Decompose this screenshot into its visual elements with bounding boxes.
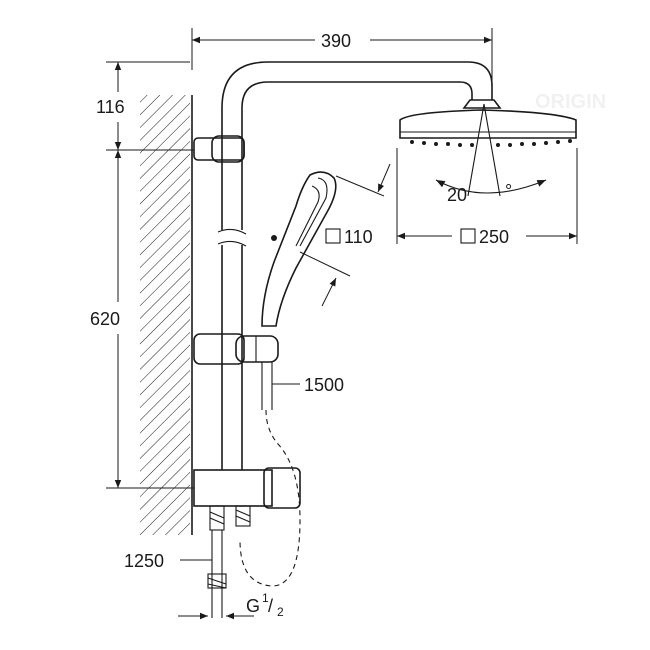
label-thread-prefix: G — [246, 596, 260, 616]
label-1500: 1500 — [304, 375, 344, 395]
dim-390 — [191, 28, 493, 100]
label-620: 620 — [90, 309, 120, 329]
label-angle-unit: ° — [505, 181, 512, 201]
rail-pipe — [217, 61, 493, 470]
label-110: 110 — [344, 227, 373, 247]
label-1250: 1250 — [124, 551, 164, 571]
dim-250 — [396, 148, 578, 244]
dim-left-vertical — [106, 61, 194, 489]
label-thread-slash: / — [268, 596, 273, 616]
label-390: 390 — [321, 31, 351, 51]
label-thread-num: 1 — [262, 591, 269, 605]
watermark: ORIGIN — [535, 91, 606, 113]
label-thread-den: 2 — [277, 605, 284, 619]
label-250: 250 — [479, 227, 509, 247]
inlet-hose — [207, 530, 227, 618]
wall-hatch — [140, 95, 190, 535]
label-angle: 20 — [447, 185, 467, 205]
hose-dashed — [239, 409, 301, 587]
hand-shower-holder — [193, 333, 279, 410]
thermostat-mixer — [193, 467, 301, 531]
head-shower — [399, 99, 577, 197]
top-wall-bracket — [193, 135, 245, 163]
dim-110 — [299, 163, 391, 307]
hand-shower — [261, 171, 337, 327]
label-116: 116 — [96, 97, 125, 117]
